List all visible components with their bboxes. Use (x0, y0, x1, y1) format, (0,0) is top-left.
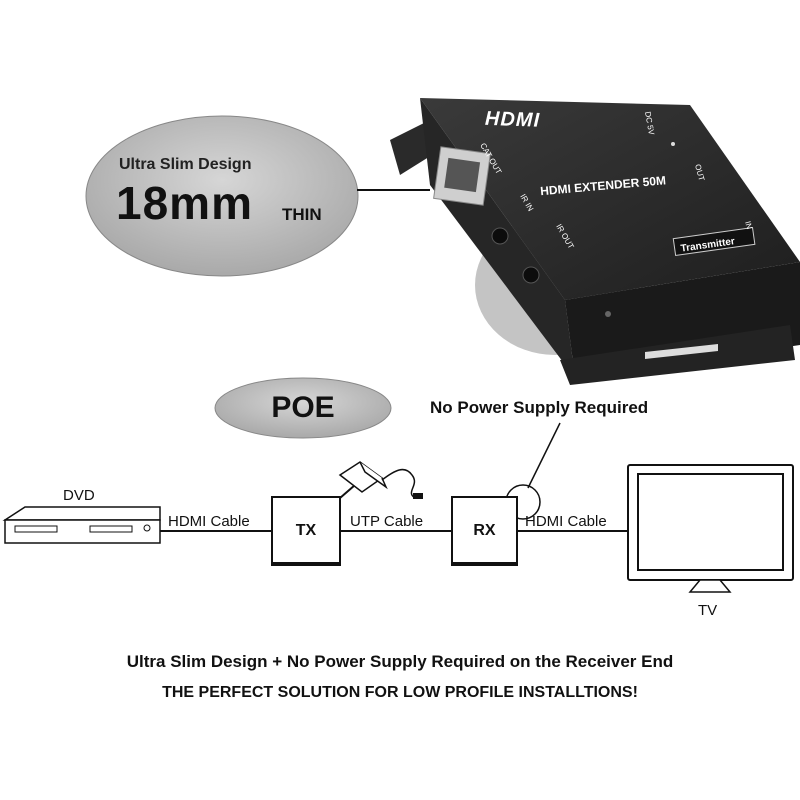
port-out: OUT (693, 163, 706, 182)
power-adapter-icon (338, 461, 423, 499)
extender-device (390, 98, 800, 385)
dvd-label: DVD (63, 487, 95, 504)
no-power-supply-label: No Power Supply Required (430, 398, 649, 417)
hdmi-logo: HDMI (485, 108, 541, 132)
thickness-suffix: THIN (282, 205, 322, 224)
thickness-value: 18mm (116, 177, 253, 229)
tv-label: TV (698, 602, 718, 619)
port-dc5v: DC 5V (643, 111, 656, 136)
footer-line-2: THE PERFECT SOLUTION FOR LOW PROFILE INS… (162, 684, 638, 701)
tx-box (271, 496, 341, 566)
tx-label: TX (295, 522, 317, 539)
pointer-line (527, 422, 561, 489)
utp-cable-label: UTP Cable (350, 513, 424, 530)
slim-design-label: Ultra Slim Design (119, 156, 252, 173)
footer-line-1: Ultra Slim Design + No Power Supply Requ… (126, 652, 674, 671)
port-in: IN (743, 220, 754, 230)
slim-design-ellipse (85, 115, 359, 277)
hdmi-cable-label-1: HDMI Cable (168, 513, 250, 530)
poe-label: POE (271, 391, 335, 424)
dvd-player-icon (2, 506, 161, 544)
rx-box (451, 496, 518, 566)
rx-label: RX (473, 522, 496, 539)
tv-icon (627, 464, 794, 593)
poe-ellipse (214, 377, 392, 439)
hdmi-cable-label-2: HDMI Cable (525, 513, 607, 530)
